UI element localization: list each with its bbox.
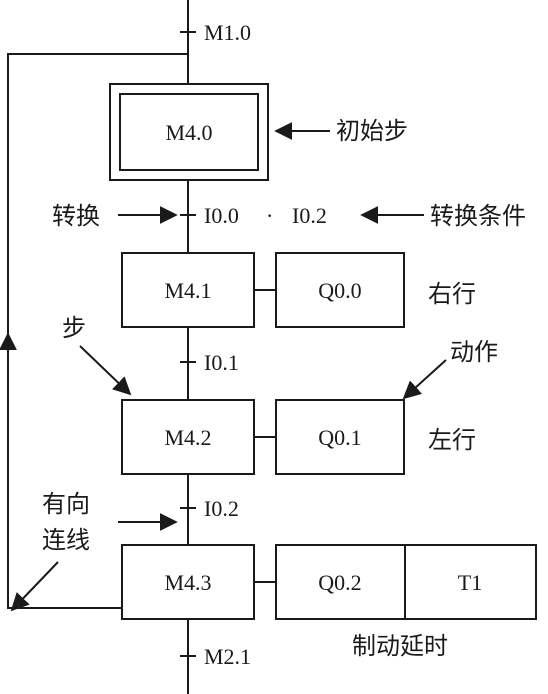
action-label-2: Q0.1 xyxy=(318,425,361,450)
step-box-2 xyxy=(121,399,255,475)
transition-label-1-left: I0.0 xyxy=(204,203,239,228)
transition-label-top: M1.0 xyxy=(204,20,251,45)
return-loop-line xyxy=(7,53,188,609)
initial-step-inner-box xyxy=(119,93,259,171)
transition-condition-annotation: 转换条件 xyxy=(430,202,526,230)
right-move-annotation: 右行 xyxy=(428,280,476,308)
transition-label-3: I0.2 xyxy=(204,496,239,521)
directed-line-annotation-line2: 连线 xyxy=(42,526,90,554)
action-label-3b: T1 xyxy=(458,570,482,595)
transition-label-2: I0.1 xyxy=(204,350,239,375)
directed-line-pointer-arrow-left xyxy=(10,561,59,612)
initial-step-label: M4.0 xyxy=(165,120,212,145)
step-box-3 xyxy=(121,544,255,620)
transition-label-bottom: M2.1 xyxy=(204,644,251,669)
step-label-2: M4.2 xyxy=(164,425,211,450)
action-box-1 xyxy=(275,252,405,328)
action-pointer-arrow xyxy=(402,359,447,400)
transition-annotation: 转换 xyxy=(52,202,100,230)
directed-line-annotation-line1: 有向 xyxy=(42,490,90,518)
transition-and-dot: · xyxy=(266,203,273,228)
step-annotation: 步 xyxy=(62,314,86,342)
step-label-1: M4.1 xyxy=(164,278,211,303)
initial-step-annotation: 初始步 xyxy=(336,117,408,145)
action-label-1: Q0.0 xyxy=(318,278,361,303)
brake-delay-annotation: 制动延时 xyxy=(352,632,448,660)
step-pointer-arrow xyxy=(79,345,132,396)
left-move-annotation: 左行 xyxy=(428,426,476,454)
transition-label-1-right: I0.2 xyxy=(292,203,327,228)
action-annotation: 动作 xyxy=(450,338,498,366)
action-label-3a: Q0.2 xyxy=(318,570,361,595)
action-box-2 xyxy=(275,399,405,475)
step-label-3: M4.3 xyxy=(164,570,211,595)
